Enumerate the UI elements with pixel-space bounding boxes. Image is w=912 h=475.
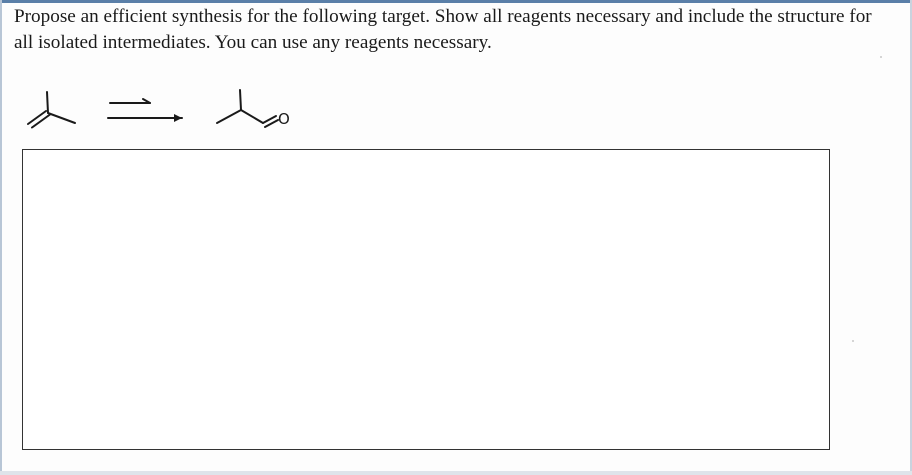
left-border	[0, 0, 2, 475]
scan-speck	[852, 340, 854, 342]
reaction-scheme: O	[27, 89, 290, 129]
alkene-second-bond	[31, 113, 51, 129]
starting-material-structure	[27, 91, 76, 129]
product-bond-left	[216, 109, 242, 124]
methyl-bond-up	[46, 91, 49, 114]
methyl-bond-right	[47, 112, 76, 124]
question-text: Propose an efficient synthesis for the f…	[14, 6, 872, 53]
carbonyl-second-bond	[264, 119, 279, 128]
reaction-arrow	[107, 98, 183, 122]
right-border	[910, 0, 912, 475]
arrow-head	[174, 114, 182, 122]
alkene-bond	[27, 110, 47, 125]
product-structure	[216, 89, 279, 128]
product-bond-right	[240, 109, 264, 124]
bottom-border	[0, 471, 912, 475]
carbonyl-bond	[262, 115, 277, 124]
product-bond-up	[239, 89, 242, 111]
arrow-upper-head	[142, 98, 151, 104]
scan-speck	[880, 56, 882, 58]
top-border	[0, 0, 912, 3]
oxygen-label: O	[278, 110, 290, 128]
answer-box[interactable]	[22, 149, 830, 450]
